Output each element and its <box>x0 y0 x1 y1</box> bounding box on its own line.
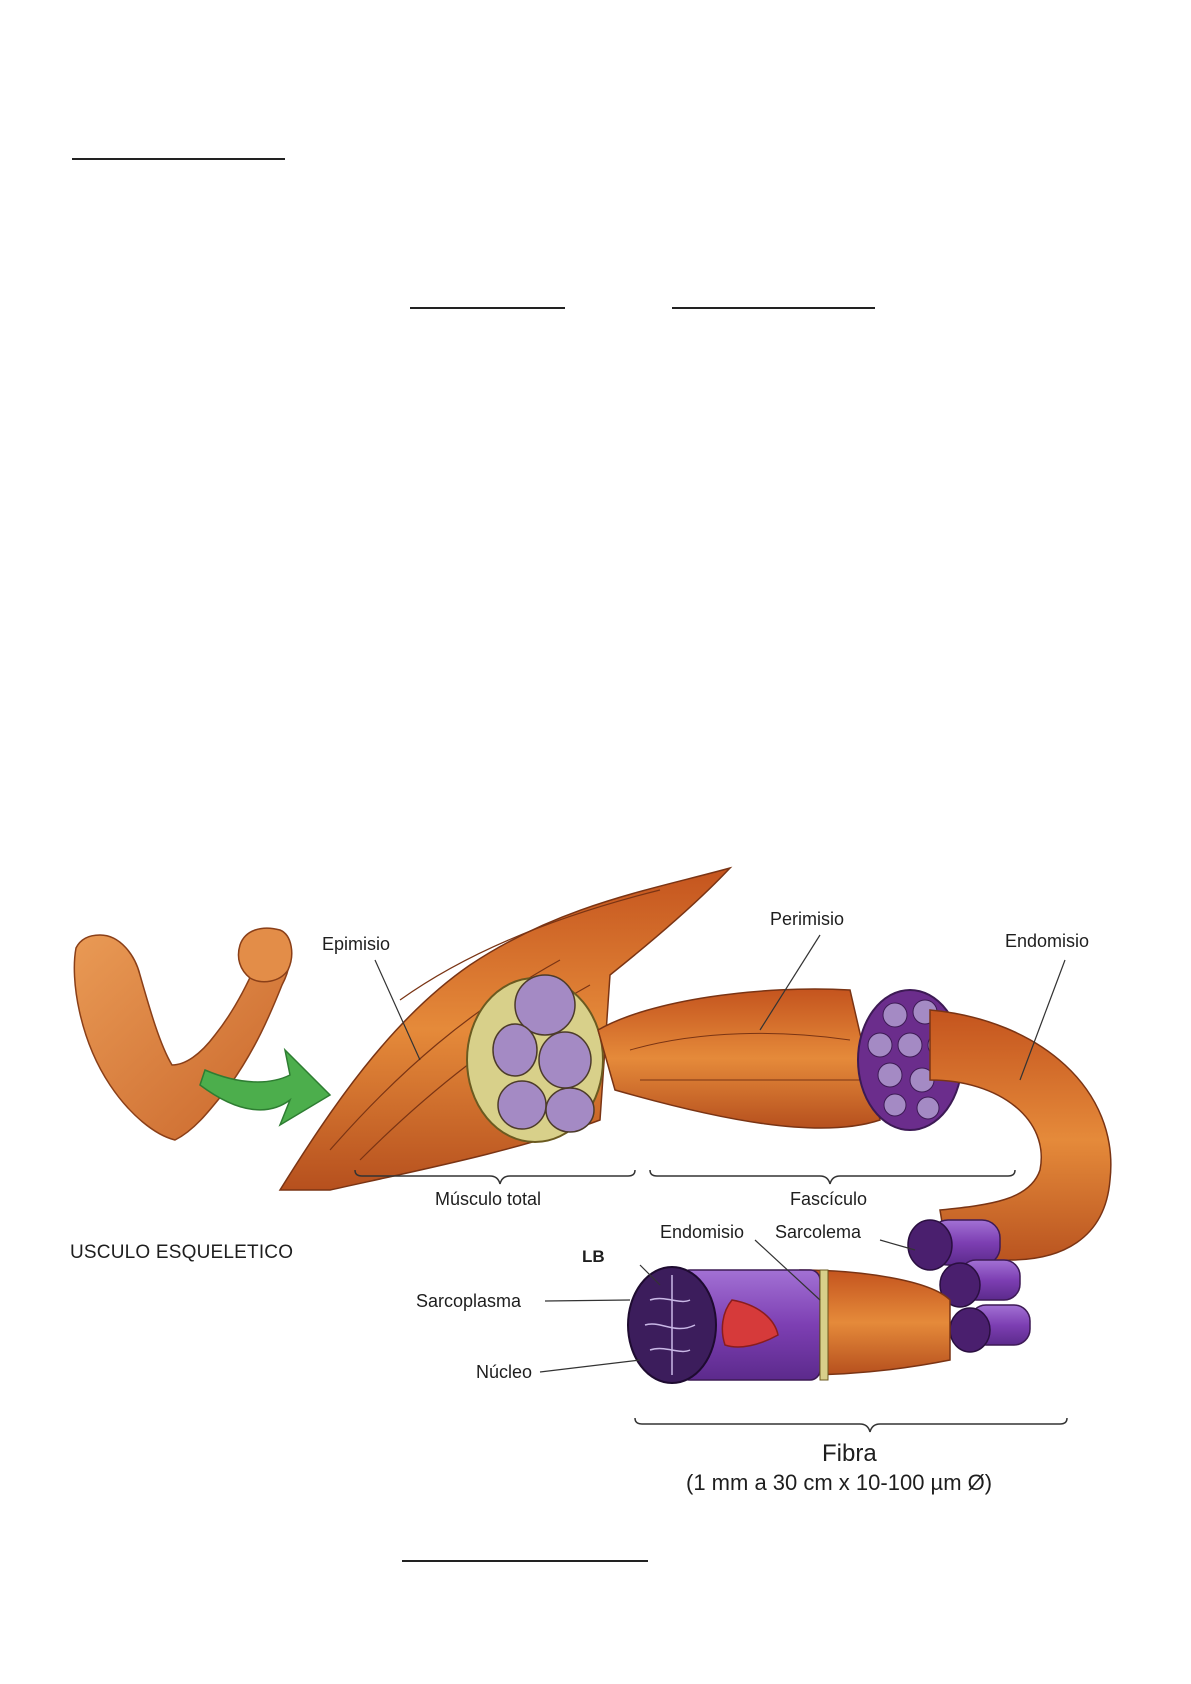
label-fasciculo: Fascículo <box>790 1189 867 1209</box>
leader-lines <box>374 934 1066 1373</box>
green-arrow-icon <box>199 1047 332 1127</box>
figure-caption: USCULO ESQUELETICO <box>70 1242 293 1263</box>
label-nucleo: Núcleo <box>476 1362 532 1382</box>
label-perimisio: Perimisio <box>770 909 844 929</box>
label-fibra-size: (1 mm a 30 cm x 10-100 µm Ø) <box>686 1470 992 1495</box>
fiber-bundle-curve <box>929 1009 1112 1271</box>
label-musculo-total: Músculo total <box>435 1189 541 1209</box>
blank-line-top <box>72 158 285 160</box>
braces <box>354 1169 1068 1433</box>
blank-line-middle-left <box>410 307 565 309</box>
single-fiber-illustration <box>627 1266 951 1384</box>
label-sarcoplasma: Sarcoplasma <box>416 1291 522 1311</box>
skeletal-muscle-figure: Epimisio Perimisio Endomisio Músculo tot… <box>70 866 1112 1495</box>
whole-muscle-illustration <box>278 866 733 1191</box>
label-fibra: Fibra <box>822 1440 877 1467</box>
blank-line-middle-right <box>672 307 875 309</box>
label-endomisio-bottom: Endomisio <box>660 1222 744 1242</box>
arm-illustration <box>73 927 293 1141</box>
blank-line-bottom <box>402 1560 648 1562</box>
label-epimisio: Epimisio <box>322 934 390 954</box>
label-lb: LB <box>582 1247 605 1266</box>
label-endomisio-top: Endomisio <box>1005 931 1089 951</box>
label-sarcolema: Sarcolema <box>775 1222 862 1242</box>
fascicle-illustration <box>597 988 963 1131</box>
